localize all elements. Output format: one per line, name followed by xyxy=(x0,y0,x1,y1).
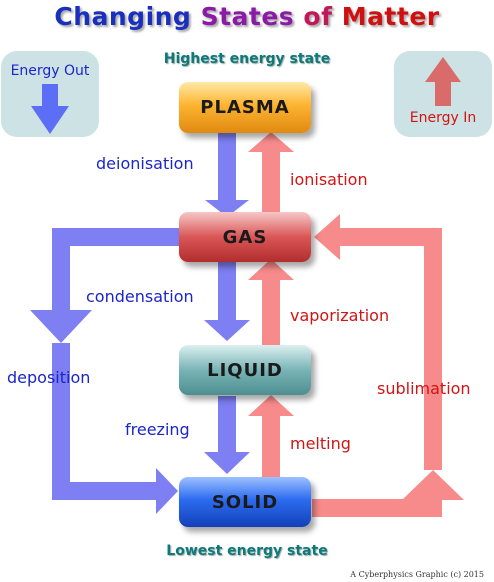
melting-arrow-shaft xyxy=(262,414,280,480)
deposition-arrow-head-down xyxy=(30,310,92,343)
sublimation-label: sublimation xyxy=(377,379,471,398)
deposition-arrow-bottom xyxy=(52,343,158,500)
title-word: States xyxy=(200,2,295,31)
condensation-arrow-head xyxy=(204,320,250,341)
gas-state-box: GAS xyxy=(179,212,311,262)
solid-label: SOLID xyxy=(211,491,279,513)
deionisation-arrow-shaft xyxy=(218,132,236,202)
sublimation-arrow-top xyxy=(338,228,442,470)
vaporization-label: vaporization xyxy=(290,306,390,325)
melting-arrow-head xyxy=(248,395,294,416)
title-word: of xyxy=(303,2,333,31)
condensation-arrow-shaft xyxy=(218,260,236,322)
diagram-title: Changing States of Matter xyxy=(0,2,494,31)
deionisation-arrow-head xyxy=(205,200,249,217)
energy-in-label: Energy In xyxy=(409,110,477,126)
vaporization-arrow-shaft xyxy=(262,278,280,348)
title-word: Changing xyxy=(54,2,192,31)
energy-in-flows xyxy=(248,132,464,517)
deposition-arrow-top xyxy=(52,228,182,312)
deposition-arrow-head-right xyxy=(156,468,178,514)
melting-label: melting xyxy=(290,434,351,453)
down-arrow-icon xyxy=(31,84,69,134)
credit-text: A Cyberphysics Graphic (c) 2015 xyxy=(350,570,484,579)
liquid-state-box: LIQUID xyxy=(179,345,311,395)
plasma-state-box: PLASMA xyxy=(179,82,311,133)
solid-state-box: SOLID xyxy=(179,477,311,527)
freezing-arrow-head xyxy=(204,452,250,474)
title-word: Matter xyxy=(341,2,440,31)
liquid-label: LIQUID xyxy=(207,359,283,381)
freezing-arrow-shaft xyxy=(218,396,236,454)
vaporization-arrow-head xyxy=(248,259,294,280)
energy-out-flows xyxy=(30,132,250,514)
lowest-energy-label: Lowest energy state xyxy=(166,543,328,559)
gas-label: GAS xyxy=(222,226,268,248)
sublimation-arrow-head-left xyxy=(314,214,340,260)
sublimation-arrow-head-up xyxy=(402,470,464,500)
up-arrow-icon xyxy=(425,57,461,106)
energy-out-label: Energy Out xyxy=(10,63,90,79)
ionisation-label: ionisation xyxy=(290,170,368,189)
freezing-label: freezing xyxy=(125,420,190,439)
deposition-label: deposition xyxy=(7,368,91,387)
ionisation-arrow-shaft xyxy=(262,150,280,220)
condensation-label: condensation xyxy=(86,287,194,306)
sublimation-arrow-bottom xyxy=(312,498,442,517)
plasma-label: PLASMA xyxy=(200,97,290,118)
deionisation-label: deionisation xyxy=(96,154,194,173)
ionisation-arrow-head xyxy=(248,132,294,152)
highest-energy-label: Highest energy state xyxy=(163,51,331,67)
